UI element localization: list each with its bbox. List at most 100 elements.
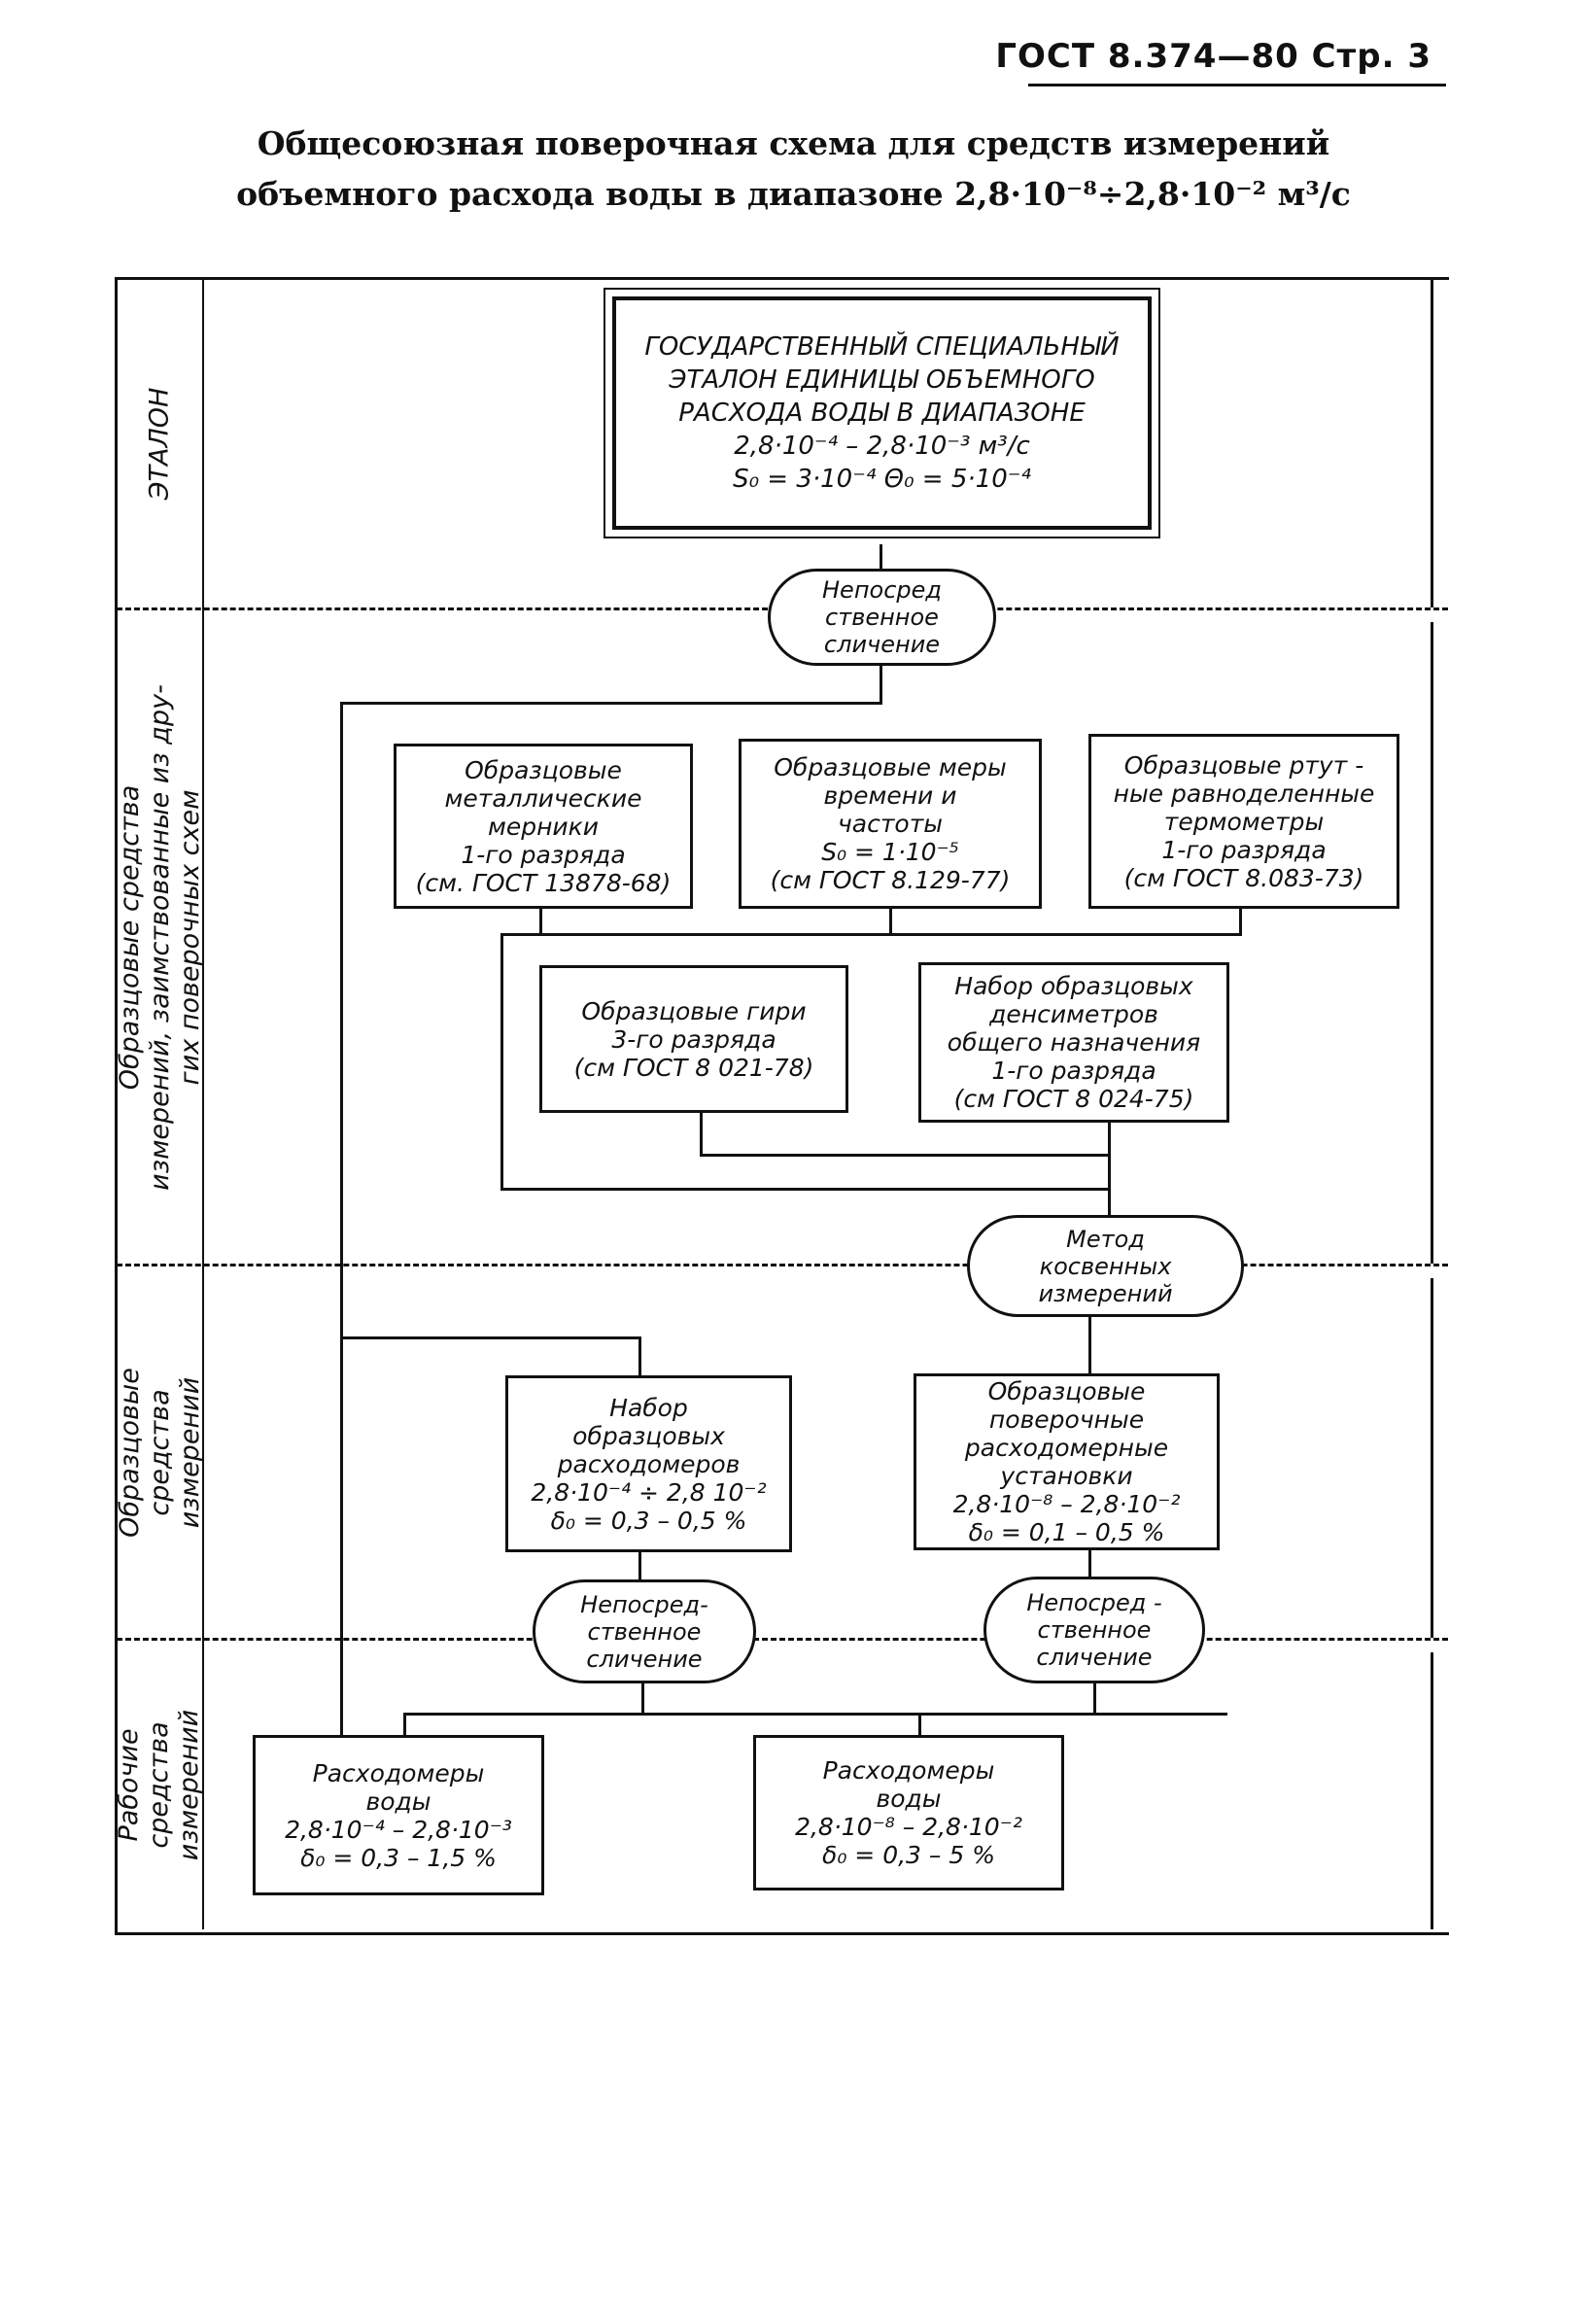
box-line: δ₀ = 0,1 – 0,5 % xyxy=(968,1518,1165,1546)
box-line: (см ГОСТ 8.083-73) xyxy=(1123,863,1364,892)
etalon-box: ГОСУДАРСТВЕННЫЙ СПЕЦИАЛЬНЫЙ ЭТАЛОН ЕДИНИ… xyxy=(604,288,1160,538)
oval-line: Непосред - xyxy=(1026,1589,1162,1616)
box-line: мерники xyxy=(487,812,600,841)
connector xyxy=(1088,1317,1091,1375)
box-line: Образцовые xyxy=(987,1377,1146,1405)
connector xyxy=(340,702,882,705)
box-line: металлические xyxy=(444,783,642,813)
box-line: 1-го разряда xyxy=(1161,835,1327,864)
connector xyxy=(1108,1123,1111,1215)
box-line: общего назначения xyxy=(947,1028,1201,1057)
box-line: Набор образцовых xyxy=(954,972,1193,1000)
box-line: 3-го разряда xyxy=(611,1024,776,1054)
box-line: Образцовые гири xyxy=(581,996,807,1025)
box-line: 1-го разряда xyxy=(991,1057,1156,1085)
connector xyxy=(889,909,892,935)
box-line: воды xyxy=(876,1785,942,1813)
page-header: ГОСТ 8.374—80 Стр. 3 xyxy=(995,37,1432,76)
frame-right-edge-1 xyxy=(1431,277,1433,607)
box-line: установки xyxy=(1000,1462,1133,1490)
box-line: 2,8·10⁻⁸ – 2,8·10⁻² xyxy=(952,1490,1181,1518)
oval-line: сличение xyxy=(1036,1644,1153,1671)
box-line: поверочные xyxy=(988,1405,1145,1434)
oval-line: сличение xyxy=(823,631,941,658)
oval-line: Непосред- xyxy=(580,1590,708,1618)
connector xyxy=(638,1336,641,1377)
etalon-line: S₀ = 3·10⁻⁴ Θ₀ = 5·10⁻⁴ xyxy=(733,465,1031,494)
box-line: 2,8·10⁻⁴ – 2,8·10⁻³ xyxy=(285,1815,512,1844)
connector xyxy=(340,1336,641,1339)
oval-direct-comparison-right: Непосред - ственное сличение xyxy=(983,1577,1205,1683)
connector xyxy=(1239,909,1242,935)
page-title: Общесоюзная поверочная схема для средств… xyxy=(0,119,1587,220)
oval-line: измерений xyxy=(1038,1279,1173,1307)
box-line: Образцовые меры xyxy=(774,753,1007,781)
etalon-line: РАСХОДА ВОДЫ В ДИАПАЗОНЕ xyxy=(678,399,1086,428)
box-line: частоты xyxy=(838,810,943,838)
box-line: Набор xyxy=(609,1393,688,1422)
box-line: (см ГОСТ 8 021-78) xyxy=(573,1053,814,1082)
section-label-borrowed: Образцовые средства измерений, заимствов… xyxy=(114,683,205,1191)
box-reference-flowmeters: Набор образцовых расходомеров 2,8·10⁻⁴ ÷… xyxy=(505,1375,792,1552)
box-line: 1-го разряда xyxy=(461,840,626,869)
box-line: δ₀ = 0,3 – 1,5 % xyxy=(300,1843,497,1872)
box-line: времени и xyxy=(823,781,957,810)
frame-right-edge-4 xyxy=(1431,1652,1433,1929)
connector xyxy=(880,544,882,569)
oval-line: ственное xyxy=(825,604,939,631)
box-line: Расходомеры xyxy=(312,1758,485,1787)
box-line: денсиметров xyxy=(989,1000,1158,1028)
frame-right-edge-3 xyxy=(1431,1278,1433,1638)
section-label-working: Рабочие средства измерений xyxy=(114,1709,205,1860)
box-line: воды xyxy=(365,1786,431,1816)
box-working-flowmeters-2: Расходомеры воды 2,8·10⁻⁸ – 2,8·10⁻² δ₀ … xyxy=(753,1735,1064,1890)
oval-line: Непосред xyxy=(822,576,942,604)
box-line: (см ГОСТ 8 024-75) xyxy=(953,1085,1194,1113)
connector xyxy=(500,1188,1111,1191)
box-working-flowmeters-1: Расходомеры воды 2,8·10⁻⁴ – 2,8·10⁻³ δ₀ … xyxy=(253,1735,544,1895)
box-calibration-installations: Образцовые поверочные расходомерные уста… xyxy=(914,1373,1220,1550)
oval-line: сличение xyxy=(586,1645,703,1673)
connector xyxy=(1088,1550,1091,1579)
box-line: (см ГОСТ 8.129-77) xyxy=(770,866,1011,894)
box-line: Расходомеры xyxy=(822,1756,995,1785)
connector xyxy=(700,1154,1111,1157)
connector xyxy=(340,702,343,1735)
box-line: расходомеров xyxy=(557,1449,741,1478)
connector xyxy=(403,1713,406,1735)
etalon-line: ЭТАЛОН ЕДИНИЦЫ ОБЪЕМНОГО xyxy=(669,365,1095,395)
connector xyxy=(641,1683,644,1716)
oval-line: косвенных xyxy=(1039,1252,1172,1280)
section-label-etalon: ЭТАЛОН xyxy=(144,387,175,501)
oval-line: ственное xyxy=(587,1617,702,1646)
connector xyxy=(638,1552,641,1579)
frame-right-edge-2 xyxy=(1431,622,1433,1264)
box-line: термометры xyxy=(1163,807,1325,836)
box-line: Образцовые xyxy=(465,755,622,784)
title-line-2: объемного расхода воды в диапазоне 2,8·1… xyxy=(236,175,1351,213)
box-line: Образцовые ртут - xyxy=(1123,750,1364,780)
connector xyxy=(880,666,882,705)
box-line: ные равноделенные xyxy=(1113,779,1375,808)
oval-direct-comparison-left: Непосред- ственное сличение xyxy=(533,1579,756,1683)
oval-indirect-method: Метод косвенных измерений xyxy=(967,1215,1244,1317)
box-weights: Образцовые гири 3-го разряда (см ГОСТ 8 … xyxy=(539,965,848,1113)
box-line: 2,8·10⁻⁴ ÷ 2,8 10⁻² xyxy=(531,1477,767,1507)
oval-direct-comparison: Непосред ственное сличение xyxy=(768,569,996,666)
etalon-line: ГОСУДАРСТВЕННЫЙ СПЕЦИАЛЬНЫЙ xyxy=(644,332,1120,362)
box-line: δ₀ = 0,3 – 0,5 % xyxy=(550,1506,747,1535)
box-time-frequency: Образцовые меры времени и частоты S₀ = 1… xyxy=(739,739,1042,909)
connector xyxy=(500,933,503,1191)
box-line: (см. ГОСТ 13878-68) xyxy=(415,868,672,897)
connector xyxy=(918,1713,921,1735)
section-divider-3 xyxy=(117,1638,1448,1641)
section-divider-2 xyxy=(117,1264,1448,1266)
box-line: образцовых xyxy=(572,1421,725,1450)
box-metal-measures: Образцовые металлические мерники 1-го ра… xyxy=(394,744,693,909)
box-mercury-thermometers: Образцовые ртут - ные равноделенные терм… xyxy=(1088,734,1399,909)
oval-line: ственное xyxy=(1037,1616,1152,1644)
box-densimeters: Набор образцовых денсиметров общего назн… xyxy=(918,962,1229,1123)
title-line-1: Общесоюзная поверочная схема для средств… xyxy=(257,124,1330,162)
header-rule xyxy=(1028,84,1446,87)
label-column-divider xyxy=(202,277,204,1929)
